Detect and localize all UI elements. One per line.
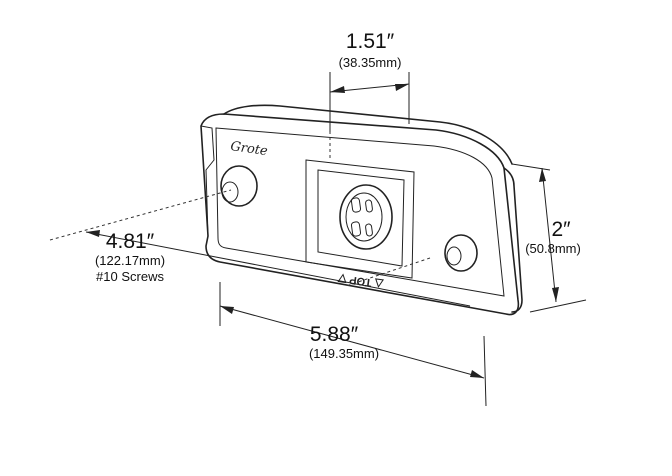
depth-arrow-left [330,86,345,93]
screw-spacing-dimension: 4.81″ (122.17mm) #10 Screws [85,230,471,307]
depth-dimension: 1.51″ (38.35mm) [329,30,410,132]
lamp-housing: Grote △ TOP ▽ [200,104,523,316]
height-extension-line-top [511,163,551,171]
housing-right-side [503,167,523,313]
connector-recess [305,159,415,279]
screw-spacing-value: 4.81″ [106,230,155,253]
height-arrow-top [539,168,546,182]
housing-top-rim [223,104,513,165]
housing-face-outline [215,127,505,297]
screw-spacing-metric: (122.17mm) [95,253,165,268]
screw-spacing-arrow-left [86,230,100,237]
length-value: 5.88″ [310,323,359,346]
height-value: 2″ [551,218,571,241]
screw-centerline [49,189,232,241]
housing-logo-text: Grote [229,139,268,159]
length-arrow-left [220,306,234,314]
screw-spacing-note: #10 Screws [96,269,164,284]
left-screw-boss [220,165,258,207]
housing-left-notch [200,125,215,237]
screw-spacing-dimension-line [85,231,471,307]
housing-flange-outline [200,113,520,316]
height-extension-line-bottom [529,299,587,313]
depth-arrow-right [395,84,409,91]
right-screw-boss [444,234,478,272]
length-arrow-right [470,370,484,378]
depth-metric: (38.35mm) [339,55,402,70]
depth-value: 1.51″ [346,30,395,53]
height-dimension: 2″ (50.8mm) [511,163,587,313]
length-extension-line-right [483,335,487,407]
length-dimension: 5.88″ (149.35mm) [219,282,487,407]
length-dimension-line [219,305,485,379]
length-metric: (149.35mm) [309,346,379,361]
screw-centerline-right [345,257,431,287]
height-metric: (50.8mm) [525,241,581,256]
height-dimension-line [541,167,557,303]
height-arrow-bottom [552,287,559,302]
